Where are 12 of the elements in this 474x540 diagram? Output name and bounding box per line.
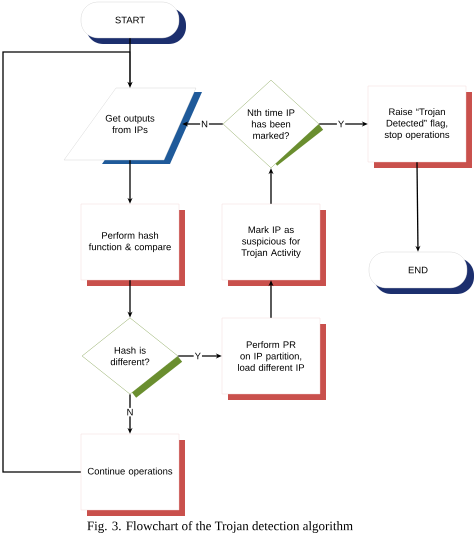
edge-label: Y	[336, 120, 346, 128]
edge-label: N	[126, 408, 134, 416]
process-box: Perform hash function & compare	[80, 204, 185, 286]
arrow	[2, 51, 133, 473]
process-box: Perform PR on IP partition, load different IP	[222, 318, 326, 400]
edge-label: N	[200, 120, 209, 128]
caption: Fig. 3. Flowchart of the Trojan detection algorithm	[87, 521, 353, 533]
process-box: Raise “Trojan Detected” flag, stop operations	[368, 86, 472, 168]
process-box: Mark IP as suspicious for Trojan Activity	[222, 204, 326, 286]
process-box: Continue operations	[80, 434, 185, 516]
edge-label: Y	[194, 352, 202, 360]
input-parallelogram: Get outputs from IPs	[64, 88, 202, 164]
